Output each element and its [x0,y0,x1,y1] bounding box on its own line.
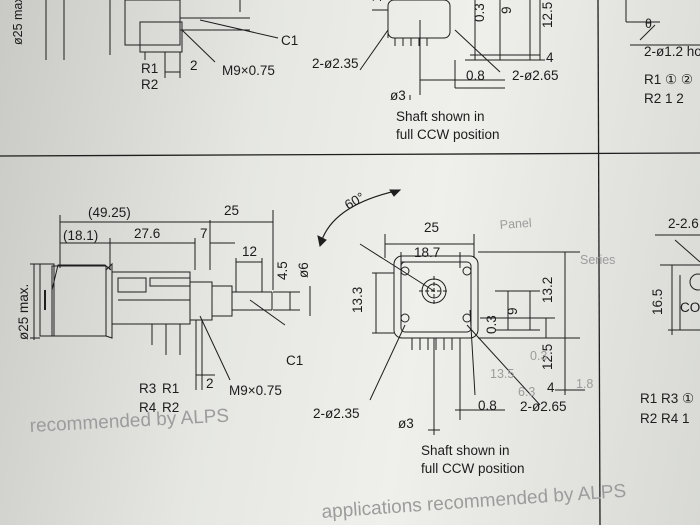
top-dim-2: 2 [190,58,198,73]
bottom-right-16-5: 16.5 [650,289,665,315]
top-dim-4: 4 [546,50,554,65]
dim-12: 12 [242,244,257,259]
holes-right-label: 2-ø2.65 [520,399,567,414]
bottom-r1-label: R1 [162,381,179,396]
bottom-c1-label: C1 [286,353,303,368]
dim-shaft-6: ø6 [296,262,311,278]
bottom-r2-label: R2 [162,400,179,415]
height-0-3-label: 0.3 [484,315,499,334]
top-right-view [625,0,700,46]
top-right-hole: 2-ø1.2 ho [644,44,700,59]
height-9-label: 9 [505,307,520,315]
top-dim-12-5: 12.5 [540,2,555,28]
top-diameter-label: ø25 max [11,0,25,45]
top-thread-label: M9×0.75 [222,63,275,78]
dim-18-1: (18.1) [63,228,98,243]
height-12-5-label: 12.5 [540,344,555,370]
note-line1: Shaft shown in [421,443,510,458]
top-dim-0-8: 0.8 [466,68,485,83]
width-25-label: 25 [424,220,439,235]
height-13-2-label: 13.2 [540,277,555,303]
dim-7: 7 [200,226,208,241]
bottom-diameter-label: ø25 max. [16,284,31,340]
dim-27-6: 27.6 [134,226,160,241]
bottom-right-row1: R1 R3 ① [640,391,694,406]
top-right-theta: θ [645,17,652,31]
top-right-row2: R2 1 2 [644,91,684,106]
footer-text-2: applications recommended by ALPS [321,481,627,523]
dim-4-5: 4.5 [275,261,290,280]
top-shaft-dia: ø3 [390,88,406,103]
bottom-right-view [655,234,700,335]
bottom-right-hole: 2-2.6 [668,216,699,231]
bottom-right-co: CO [680,300,700,315]
faint-text-4: 13.5 [490,367,514,381]
top-dim-0-3: 0.3 [472,3,487,22]
bottom-side-view [30,210,311,390]
angle-60-label: 60° [342,189,367,212]
top-c1-label: C1 [281,33,298,48]
bottom-dim-2: 2 [206,376,214,391]
dim-25: 25 [224,203,239,218]
dim-0-8-label: 0.8 [478,398,497,413]
top-note-line2: full CCW position [396,127,500,142]
shaft-dia-label: ø3 [398,416,414,431]
top-holes-left: 2-ø2.35 [312,56,359,71]
bottom-thread-label: M9×0.75 [229,383,282,398]
top-note-line1: Shaft shown in [396,109,485,124]
top-holes-right: 2-ø2.65 [512,68,559,83]
top-front-view [359,0,545,100]
faint-text-1: Panel [499,216,532,232]
faint-text-5: 6.3 [518,385,535,399]
width-18-7-label: 18.7 [414,245,440,260]
faint-text-6: 1.8 [576,377,593,391]
dim-4-label: 4 [547,380,555,395]
height-13-3-label: 13.3 [350,287,365,313]
bottom-r4-label: R4 [139,400,157,415]
top-dim-9: 9 [499,6,514,14]
top-dim-13: 13 [369,0,384,2]
top-r1-label: R1 [141,61,158,76]
faint-text-3: 0.3 [530,349,547,363]
top-right-row1: R1 ① ② [644,72,693,87]
footer-text-1: recommended by ALPS [29,406,229,437]
faint-text-2: Series [580,253,615,267]
bottom-r3-label: R3 [139,381,156,396]
holes-left-label: 2-ø2.35 [313,406,360,421]
top-side-view [45,0,279,78]
note-line2: full CCW position [421,461,525,476]
bottom-front-view [317,189,585,435]
column-divider [597,0,601,525]
bottom-right-row2: R2 R4 1 [640,411,690,426]
section-divider [0,152,700,157]
top-r2-label: R2 [141,77,158,92]
dim-49-25: (49.25) [88,205,131,220]
